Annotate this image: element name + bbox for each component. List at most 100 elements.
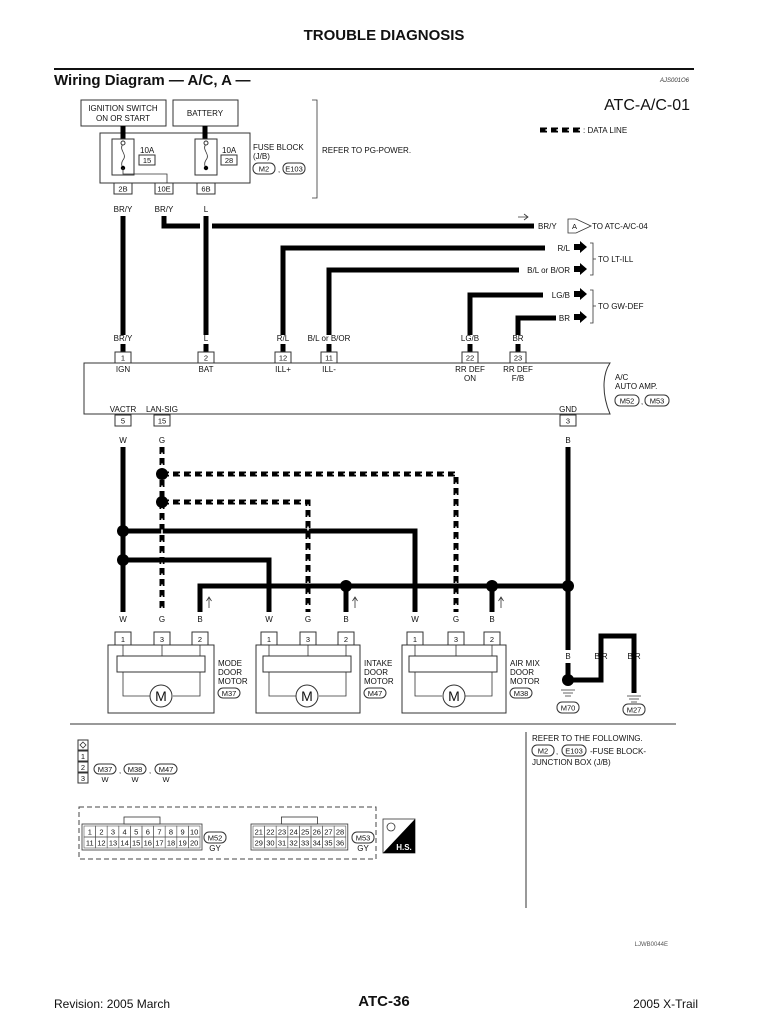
wire-label: BR/Y <box>155 205 174 214</box>
svg-text:3: 3 <box>306 635 310 644</box>
motor-icon: M <box>448 688 460 704</box>
wire-label: BR/Y <box>114 205 133 214</box>
connector-pin-number: 8 <box>169 828 173 837</box>
svg-text:2: 2 <box>204 354 208 363</box>
svg-text:M2: M2 <box>538 747 548 756</box>
svg-text:W: W <box>162 775 170 784</box>
svg-text:M37: M37 <box>222 689 237 698</box>
to-lt-ill: TO LT-ILL <box>598 255 634 264</box>
connector-pin-number: 26 <box>313 828 321 837</box>
figure-code: LJWB0044E <box>635 942 668 948</box>
connector-pin-number: 33 <box>301 839 309 848</box>
page-title: Wiring Diagram — A/C, A — <box>54 72 251 89</box>
connector-pin-number: 6 <box>146 828 150 837</box>
amp-bottom-pins: VACTR LAN-SIG GND 5 15 3 W G B <box>110 405 577 445</box>
connector-views-frame <box>78 806 377 860</box>
connector-pin-number: 27 <box>324 828 332 837</box>
svg-text:W: W <box>131 775 139 784</box>
svg-text:3: 3 <box>81 774 85 783</box>
svg-text:B: B <box>565 436 570 445</box>
connector-pin-number: 36 <box>336 839 344 848</box>
svg-text:W: W <box>119 615 127 624</box>
svg-text:AIR MIX: AIR MIX <box>510 659 540 668</box>
amp-top-pins: BR/Y L R/L B/L or B/OR LG/B BR 1 2 12 11… <box>114 334 527 364</box>
svg-text:R/L: R/L <box>558 244 571 253</box>
svg-text:M38: M38 <box>128 765 143 774</box>
connector-pin-number: 9 <box>181 828 185 837</box>
svg-text:BR/Y: BR/Y <box>114 334 133 343</box>
header-rule <box>54 68 694 70</box>
svg-text:1: 1 <box>121 635 125 644</box>
battery-label: BATTERY <box>187 109 224 118</box>
connector-pin-number: 7 <box>157 828 161 837</box>
svg-text:MOTOR: MOTOR <box>510 677 540 686</box>
fuse-block-label: FUSE BLOCK <box>253 143 304 152</box>
svg-text:3: 3 <box>566 417 570 426</box>
conn-m52: M52 <box>620 397 635 406</box>
svg-text:GY: GY <box>209 844 221 853</box>
conn-e103: E103 <box>285 165 303 174</box>
svg-text:,: , <box>556 747 558 756</box>
svg-text:LG/B: LG/B <box>552 291 570 300</box>
connector-pin-number: 31 <box>278 839 286 848</box>
ac-auto-amp-box <box>83 362 611 415</box>
motor-intake-door: W G B 1 3 2 M INTAKE DOOR MOTOR M47 <box>255 615 394 714</box>
connector-pin-number: 11 <box>86 839 94 848</box>
fuse-15-num: 15 <box>143 156 151 165</box>
ground-section: B B/R B/R M70 M27 <box>556 633 646 716</box>
svg-text:JUNCTION BOX (J/B): JUNCTION BOX (J/B) <box>532 758 611 767</box>
wire-b-ground-bus <box>197 447 574 650</box>
data-line-legend-label: : DATA LINE <box>583 126 627 135</box>
arrow-icon <box>574 288 587 323</box>
diamond-icon <box>79 741 87 749</box>
svg-text:B/L or B/OR: B/L or B/OR <box>527 266 570 275</box>
svg-text:B: B <box>343 615 348 624</box>
svg-text:GND: GND <box>559 405 577 414</box>
svg-text:G: G <box>159 615 165 624</box>
fuse-terminals: 2B 10E 6B <box>113 182 216 195</box>
to-atc04: TO ATC-A/C-04 <box>592 222 648 231</box>
connector-pin-number: 20 <box>190 839 198 848</box>
svg-text:2: 2 <box>198 635 202 644</box>
svg-text:2: 2 <box>490 635 494 644</box>
conn-m2: M2 <box>259 165 269 174</box>
ignition-label-1: IGNITION SWITCH <box>88 104 158 113</box>
svg-text:12: 12 <box>279 354 287 363</box>
footer-model: 2005 X-Trail <box>633 997 698 1011</box>
connector-pin-number: 2 <box>99 828 103 837</box>
svg-text:G: G <box>453 615 459 624</box>
svg-text:LG/B: LG/B <box>461 334 479 343</box>
svg-text:F/B: F/B <box>512 374 524 383</box>
svg-text:,: , <box>278 165 280 174</box>
svg-text:15: 15 <box>158 417 166 426</box>
svg-text:E103: E103 <box>565 747 583 756</box>
svg-text:H.S.: H.S. <box>396 843 412 852</box>
svg-text:B/L or B/OR: B/L or B/OR <box>308 334 351 343</box>
ignition-label-2: ON OR START <box>96 114 150 123</box>
connector-pin-number: 28 <box>336 828 344 837</box>
connector-pin-number: 17 <box>155 839 163 848</box>
wire-label: L <box>204 205 209 214</box>
hs-badge-icon: H.S. <box>382 818 416 854</box>
svg-text:22: 22 <box>466 354 474 363</box>
svg-text:DOOR: DOOR <box>218 668 242 677</box>
amp-name: A/C <box>615 373 629 382</box>
svg-text:,: , <box>149 766 151 775</box>
svg-text:BR: BR <box>512 334 523 343</box>
svg-text:1: 1 <box>121 354 125 363</box>
svg-text:B: B <box>197 615 202 624</box>
svg-text:2B: 2B <box>118 185 127 194</box>
refer-pg-power: REFER TO PG-POWER. <box>322 146 411 155</box>
svg-text:B: B <box>489 615 494 624</box>
svg-text:GY: GY <box>357 844 369 853</box>
fuse-28-icon <box>194 138 218 176</box>
connector-legend: 1 2 3 M37 , M38 , M47 W W W <box>77 739 178 784</box>
diagram-id: ATC-A/C-01 <box>604 97 690 114</box>
svg-text:RR DEF: RR DEF <box>503 365 533 374</box>
svg-text:M27: M27 <box>627 706 642 715</box>
fuse-block-jb: (J/B) <box>253 152 270 161</box>
svg-text:AUTO AMP.: AUTO AMP. <box>615 382 657 391</box>
